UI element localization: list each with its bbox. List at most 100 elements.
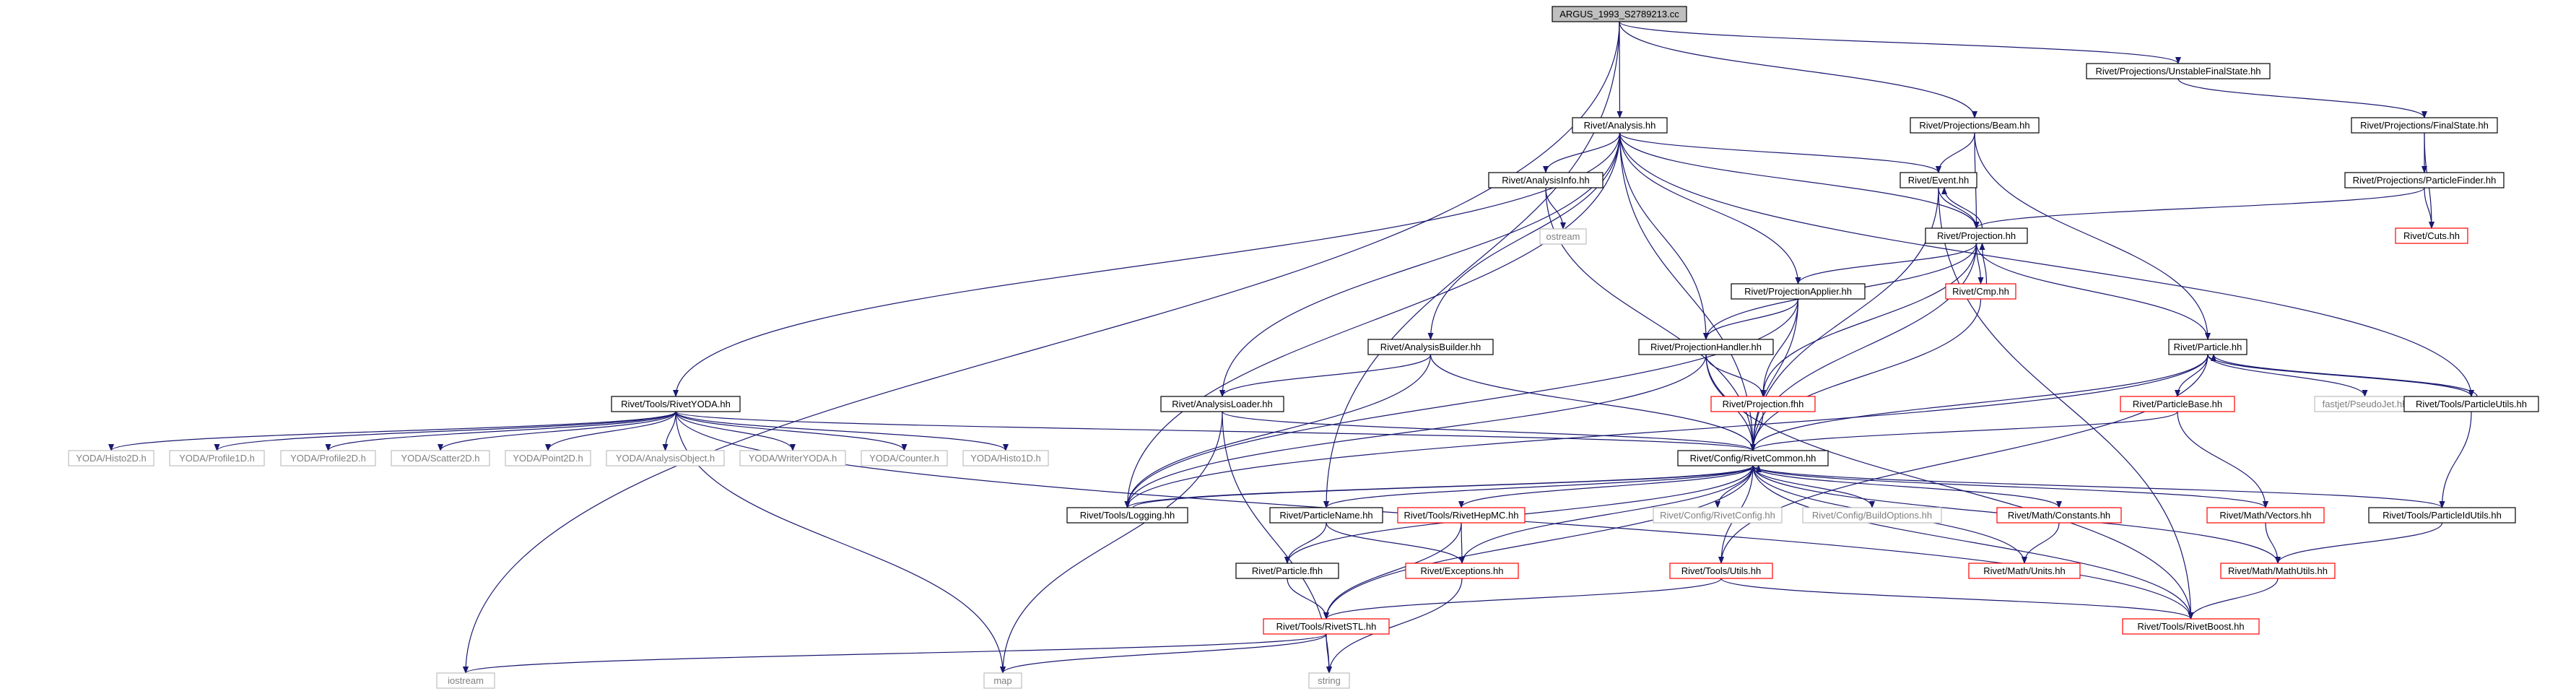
node-abuilder[interactable]: Rivet/AnalysisBuilder.hh <box>1367 339 1494 355</box>
node-box-map <box>983 672 1022 689</box>
node-label-pfinder: Rivet/Projections/ParticleFinder.hh <box>2353 175 2497 186</box>
edge-common-to-pidutils <box>1752 465 2445 508</box>
edge-rivetyoda-to-profile1d <box>214 411 676 451</box>
node-label-analysisinfo: Rivet/AnalysisInfo.hh <box>1502 175 1589 186</box>
node-label-putils: Rivet/Tools/ParticleUtils.hh <box>2416 399 2527 409</box>
node-event[interactable]: Rivet/Event.hh <box>1900 172 1977 188</box>
node-box-string <box>1308 672 1350 689</box>
node-label-map: map <box>993 675 1011 686</box>
edge-common-to-rivetboost <box>1752 465 2194 620</box>
node-aloader[interactable]: Rivet/AnalysisLoader.hh <box>1160 396 1284 412</box>
edge-common-to-hepmc <box>1458 465 1754 508</box>
node-label-utils: Rivet/Tools/Utils.hh <box>1681 565 1762 576</box>
node-pname[interactable]: Rivet/ParticleName.hh <box>1269 507 1383 524</box>
edge-cmp-to-projection <box>1979 243 1988 285</box>
edge-rivetyoda-to-histo1d <box>675 411 1009 451</box>
edge-cmp-to-common <box>1750 298 1982 451</box>
node-mathutils[interactable]: Rivet/Math/MathUtils.hh <box>2220 563 2336 579</box>
edge-rivetyoda-to-common <box>675 411 1756 451</box>
edge-pidutils-to-mathutils <box>2275 522 2443 564</box>
edge-putils-to-particle <box>2211 354 2478 397</box>
node-particlefhh[interactable]: Rivet/Particle.fhh <box>1235 563 1339 579</box>
node-label-rivetboost: Rivet/Tools/RivetBoost.hh <box>2137 621 2244 632</box>
node-phandler[interactable]: Rivet/ProjectionHandler.hh <box>1638 339 1774 355</box>
node-label-fastjet: fastjet/PseudoJet.hh <box>2323 399 2408 409</box>
node-cuts[interactable]: Rivet/Cuts.hh <box>2395 227 2468 244</box>
node-box-beam <box>1910 117 2040 134</box>
node-box-profile1d <box>169 450 265 466</box>
edge-analysis-to-putils <box>1619 132 2474 397</box>
edge-analysis-to-logging <box>1124 132 1621 508</box>
node-putils[interactable]: Rivet/Tools/ParticleUtils.hh <box>2403 396 2539 412</box>
node-exceptions[interactable]: Rivet/Exceptions.hh <box>1405 563 1519 579</box>
node-aobject: YODA/AnalysisObject.h <box>606 450 725 466</box>
node-pidutils[interactable]: Rivet/Tools/ParticleIdUtils.hh <box>2368 507 2516 524</box>
edge-aloader-to-common <box>1222 411 1756 451</box>
edge-event-to-projection <box>1938 187 1980 229</box>
node-projection[interactable]: Rivet/Projection.hh <box>1925 227 2028 244</box>
node-label-vectors: Rivet/Math/Vectors.hh <box>2219 510 2311 521</box>
node-finalstate[interactable]: Rivet/Projections/FinalState.hh <box>2351 117 2498 134</box>
node-ufs[interactable]: Rivet/Projections/UnstableFinalState.hh <box>2086 63 2271 79</box>
edge-beam-to-event <box>1936 132 1975 173</box>
node-label-beam: Rivet/Projections/Beam.hh <box>1919 120 2029 131</box>
edge-projection-to-particle <box>1975 243 2211 340</box>
node-analysis[interactable]: Rivet/Analysis.hh <box>1572 117 1668 134</box>
node-label-logging: Rivet/Tools/Logging.hh <box>1080 510 1175 521</box>
edge-common-to-vectors <box>1752 465 2268 508</box>
node-label-buildopts: Rivet/Config/BuildOptions.hh <box>1812 510 1932 521</box>
edge-particle-to-logging <box>1124 354 2209 508</box>
node-map: map <box>983 672 1022 689</box>
edge-mathutils-to-rivetboost <box>2188 578 2279 620</box>
node-papplier[interactable]: Rivet/ProjectionApplier.hh <box>1731 283 1866 300</box>
node-box-argus <box>1552 6 1687 22</box>
node-box-projection <box>1925 227 2028 244</box>
node-common[interactable]: Rivet/Config/RivetCommon.hh <box>1677 450 1829 466</box>
edge-rivetyoda-to-histo2d <box>108 411 676 451</box>
node-label-rivetyoda: Rivet/Tools/RivetYODA.hh <box>621 399 731 409</box>
node-rivetyoda[interactable]: Rivet/Tools/RivetYODA.hh <box>611 396 741 412</box>
edge-rivetyoda-to-scatter2d <box>438 411 676 451</box>
edge-argus-to-pname <box>1323 21 1620 508</box>
edge-argus-to-ufs <box>1619 21 2181 64</box>
node-utils[interactable]: Rivet/Tools/Utils.hh <box>1669 563 1773 579</box>
node-label-finalstate: Rivet/Projections/FinalState.hh <box>2360 120 2489 131</box>
edge-common-to-constants <box>1752 465 2062 508</box>
node-rivetstl[interactable]: Rivet/Tools/RivetSTL.hh <box>1263 618 1390 635</box>
edge-common-to-rivetstl <box>1323 465 1754 620</box>
node-pbase[interactable]: Rivet/ParticleBase.hh <box>2120 396 2235 412</box>
node-label-projection: Rivet/Projection.hh <box>1937 230 2016 241</box>
node-analysisinfo[interactable]: Rivet/AnalysisInfo.hh <box>1488 172 1604 188</box>
edge-analysis-to-projection <box>1619 132 1980 229</box>
node-constants[interactable]: Rivet/Math/Constants.hh <box>1996 507 2122 524</box>
node-label-hepmc: Rivet/Tools/RivetHepMC.hh <box>1404 510 1519 521</box>
node-cmp[interactable]: Rivet/Cmp.hh <box>1945 283 2016 300</box>
node-projfhh[interactable]: Rivet/Projection.fhh <box>1710 396 1816 412</box>
node-rivetboost[interactable]: Rivet/Tools/RivetBoost.hh <box>2122 618 2260 635</box>
node-label-particle: Rivet/Particle.hh <box>2174 342 2242 352</box>
node-pfinder[interactable]: Rivet/Projections/ParticleFinder.hh <box>2344 172 2505 188</box>
node-beam[interactable]: Rivet/Projections/Beam.hh <box>1910 117 2040 134</box>
node-logging[interactable]: Rivet/Tools/Logging.hh <box>1066 507 1188 524</box>
node-vectors[interactable]: Rivet/Math/Vectors.hh <box>2206 507 2325 524</box>
node-box-constants <box>1996 507 2122 524</box>
node-label-aloader: Rivet/AnalysisLoader.hh <box>1172 399 1272 409</box>
node-particle[interactable]: Rivet/Particle.hh <box>2168 339 2248 355</box>
edge-particle-to-common <box>1750 354 2209 451</box>
edge-pfinder-to-cuts <box>2424 187 2434 229</box>
node-argus[interactable]: ARGUS_1993_S2789213.cc <box>1552 6 1687 22</box>
node-hepmc[interactable]: Rivet/Tools/RivetHepMC.hh <box>1397 507 1526 524</box>
node-box-hepmc <box>1397 507 1526 524</box>
node-box-histo2d <box>68 450 155 466</box>
node-label-ufs: Rivet/Projections/UnstableFinalState.hh <box>2095 66 2260 77</box>
node-units[interactable]: Rivet/Math/Units.hh <box>1968 563 2081 579</box>
node-label-abuilder: Rivet/AnalysisBuilder.hh <box>1380 342 1481 352</box>
edge-constants-to-units <box>2022 522 2060 564</box>
edge-particle-to-pbase <box>2175 354 2209 397</box>
node-box-common <box>1677 450 1829 466</box>
edge-common-to-buildopts <box>1752 465 1875 508</box>
edge-rivetyoda-to-aobject <box>662 411 676 451</box>
node-label-rconfig: Rivet/Config/RivetConfig.hh <box>1660 510 1775 521</box>
node-label-aobject: YODA/AnalysisObject.h <box>616 453 715 464</box>
